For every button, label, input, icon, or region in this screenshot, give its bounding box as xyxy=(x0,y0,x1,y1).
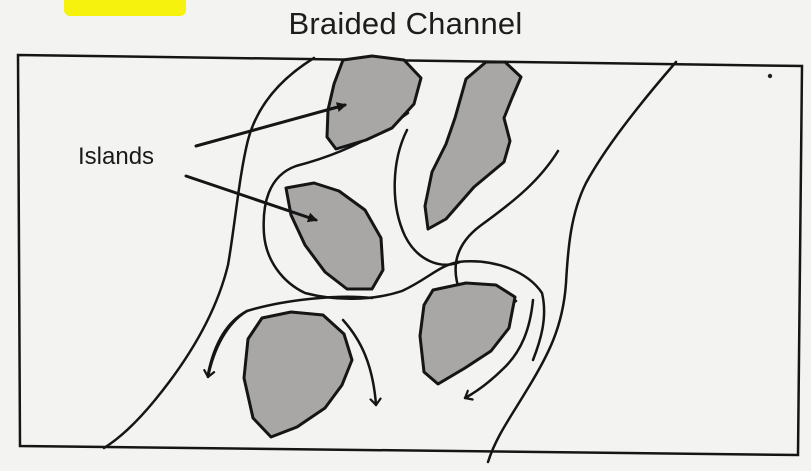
islands-pointer-arrow-upper xyxy=(196,105,345,146)
flow-arrow-left xyxy=(208,311,247,377)
island-top-left xyxy=(327,56,421,149)
island-middle xyxy=(286,183,383,289)
island-bottom-right xyxy=(420,283,515,384)
right-channel-bank xyxy=(488,62,676,462)
diagram-frame xyxy=(18,55,802,455)
speck-mark xyxy=(768,74,772,78)
island-top-right xyxy=(425,62,521,229)
island-bottom-left xyxy=(244,312,352,437)
islands-label: Islands xyxy=(78,143,154,171)
